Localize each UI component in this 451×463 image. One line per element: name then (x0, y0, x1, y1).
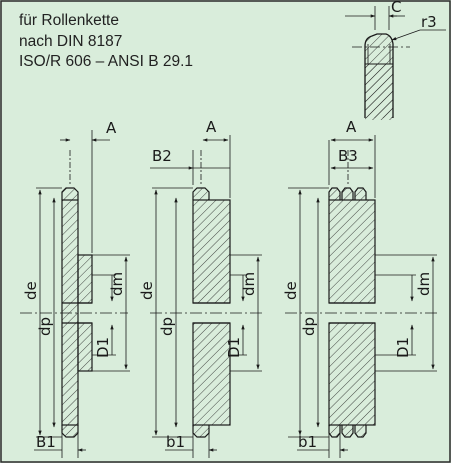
sprocket-3-label-dm: dm (415, 272, 433, 296)
label-r3: r3 (421, 13, 437, 31)
sprocket-1-label-d1: D1 (94, 337, 112, 358)
sprocket-1-label-dp: dp (36, 317, 54, 336)
sprocket-3-label-b1: b1 (298, 433, 317, 451)
description-text: für Rollenkette nach DIN 8187 ISO/R 606 … (19, 11, 193, 73)
sprocket-2-label-dp: dp (158, 317, 176, 336)
description-line-3: ISO/R 606 – ANSI B 29.1 (19, 53, 194, 70)
sprocket-2-label-b2: B2 (152, 147, 172, 165)
sprocket-2-label-de: de (138, 281, 156, 300)
sprocket-3-label-de: de (282, 281, 300, 300)
sprocket-2-label-a: A (206, 118, 217, 136)
sprocket-2-label-d1: D1 (225, 337, 243, 358)
description-line-2: nach DIN 8187 (19, 32, 123, 50)
sprocket-1-label-de: de (22, 281, 40, 300)
sprocket-3 (285, 135, 440, 458)
sprocket-3-label-a: A (346, 118, 357, 136)
label-c: C (391, 0, 401, 16)
sprocket-1-label-b1: B1 (36, 433, 56, 451)
sprocket-1-label-dm: dm (108, 272, 126, 296)
sprocket-3-label-dp: dp (300, 317, 318, 336)
description-line-1: für Rollenkette (19, 12, 119, 29)
sprocket-2-label-dm: dm (240, 272, 258, 296)
sprocket-2-label-b1: b1 (166, 433, 185, 451)
tooth-profile-detail (345, 6, 446, 120)
sprocket-2 (150, 135, 262, 458)
sprocket-1 (20, 130, 130, 458)
sprocket-3-label-d1: D1 (394, 337, 412, 358)
sprocket-3-label-b3: B3 (338, 147, 358, 165)
sprocket-1-label-a: A (106, 119, 117, 137)
